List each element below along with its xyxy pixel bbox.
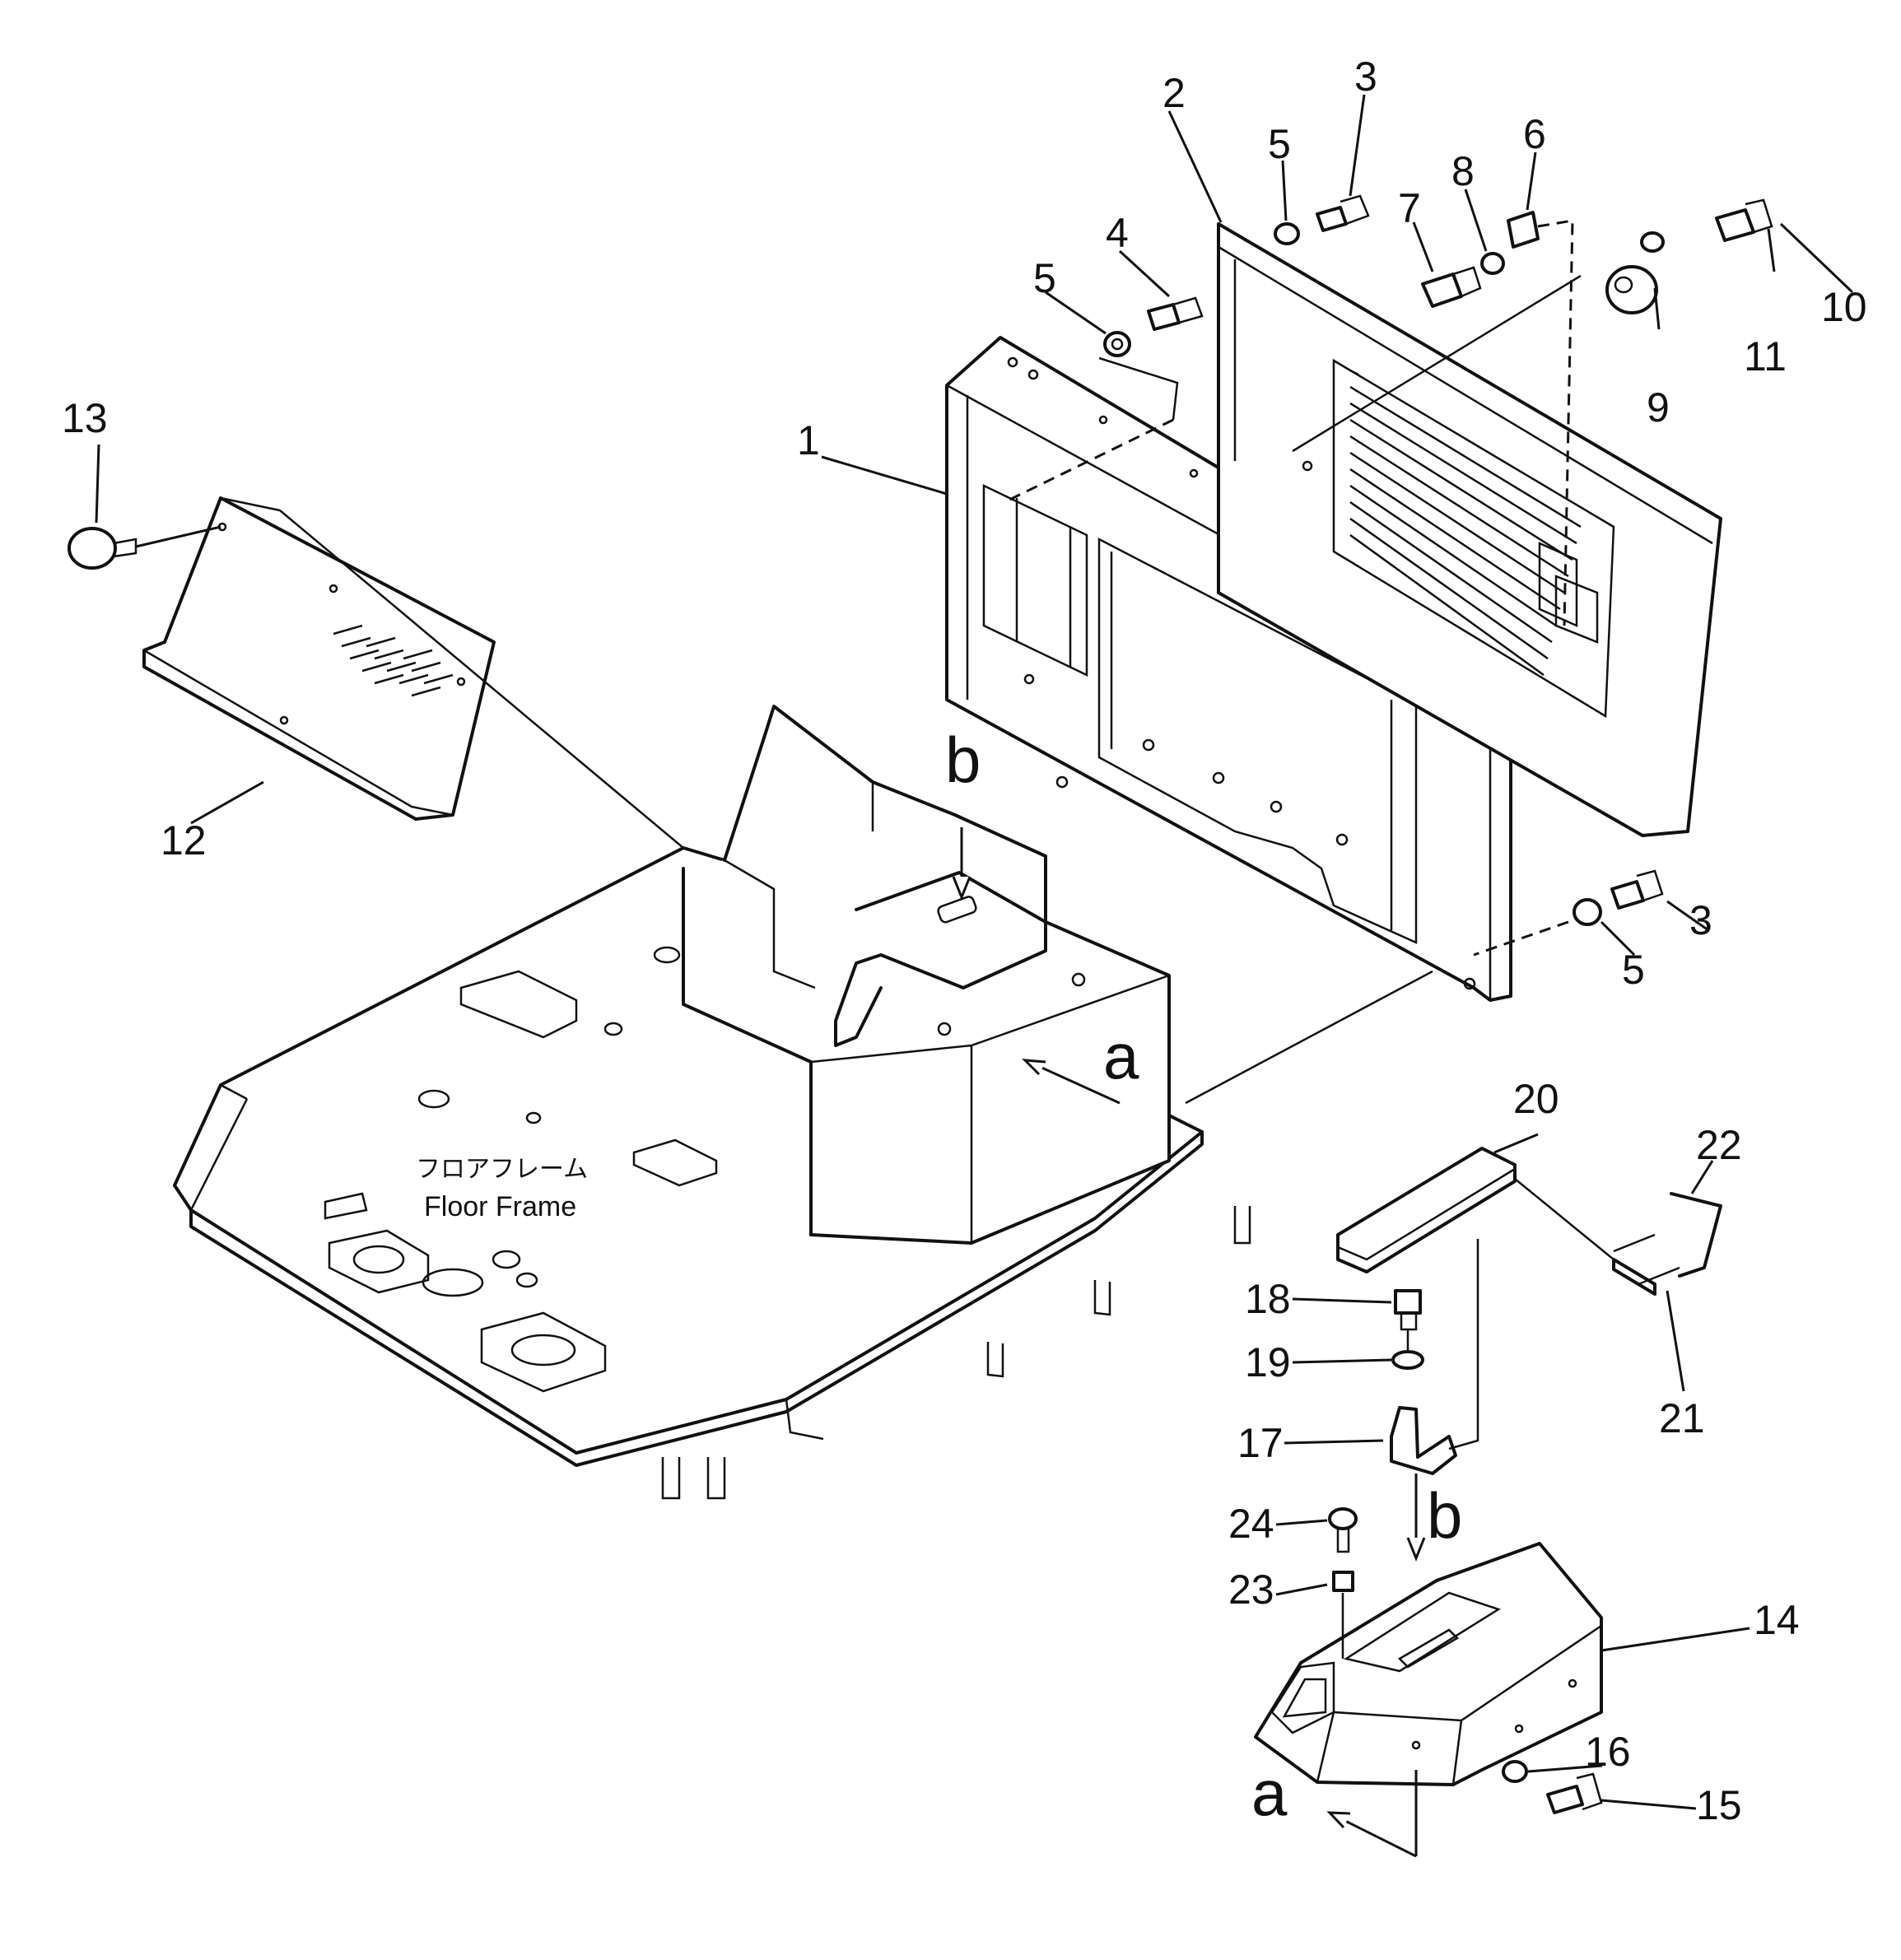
callout-10: 10 <box>1821 284 1867 330</box>
floor-frame-label: フロアフレーム Floor Frame <box>416 1155 588 1222</box>
callout-5-right: 5 <box>1622 947 1645 993</box>
view-markers: b a b a <box>945 724 1462 1829</box>
callout-3-top: 3 <box>1354 54 1377 100</box>
view-marker-b-top: b <box>945 724 981 796</box>
callout-17: 17 <box>1237 1420 1284 1466</box>
view-marker-b-bottom: b <box>1427 1479 1462 1552</box>
floor-frame-label-en: Floor Frame <box>424 1191 576 1222</box>
callout-22: 22 <box>1696 1122 1742 1168</box>
callout-3-right: 3 <box>1689 897 1712 943</box>
callout-16: 16 <box>1585 1729 1631 1775</box>
cover-assembly <box>1254 1147 1722 1814</box>
callout-21: 21 <box>1659 1395 1705 1441</box>
callout-7: 7 <box>1398 185 1421 231</box>
callout-6: 6 <box>1523 111 1546 157</box>
callout-1: 1 <box>797 417 820 463</box>
callout-15: 15 <box>1696 1782 1742 1828</box>
callout-12: 12 <box>161 817 207 864</box>
callout-11: 11 <box>1744 333 1787 379</box>
callout-24: 24 <box>1228 1501 1274 1547</box>
callout-23: 23 <box>1228 1567 1274 1613</box>
callout-9: 9 <box>1647 384 1670 431</box>
hardware-top <box>1103 194 1773 926</box>
panel-2 <box>1217 222 1722 837</box>
view-marker-a-top: a <box>1103 1020 1139 1092</box>
callout-8: 8 <box>1451 148 1475 194</box>
callout-19: 19 <box>1245 1339 1291 1385</box>
callout-5-top: 5 <box>1268 121 1291 167</box>
callout-13: 13 <box>62 395 108 441</box>
callout-5-left: 5 <box>1033 255 1056 301</box>
panel-12 <box>142 496 684 849</box>
knob-13 <box>68 525 221 570</box>
floor-frame-label-ja: フロアフレーム <box>416 1155 588 1184</box>
callout-14: 14 <box>1754 1597 1800 1643</box>
callout-18: 18 <box>1245 1276 1291 1322</box>
floor-frame <box>173 705 1251 1500</box>
callout-20: 20 <box>1513 1076 1559 1122</box>
callout-2: 2 <box>1162 70 1186 116</box>
leader-lines <box>95 94 1854 1858</box>
callout-4: 4 <box>1106 210 1129 256</box>
view-marker-a-bottom: a <box>1251 1757 1288 1829</box>
callout-labels: 1 2 3 3 4 5 5 5 6 7 8 9 10 11 12 13 14 1… <box>62 54 1867 1828</box>
